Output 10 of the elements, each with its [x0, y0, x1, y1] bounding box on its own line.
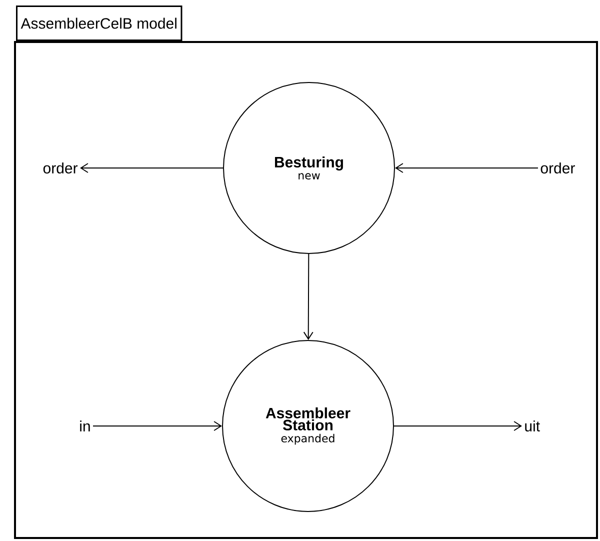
arrow	[80, 163, 224, 173]
port-label: in	[80, 420, 90, 432]
title-tab: AssembleerCelB model	[16, 6, 182, 41]
port-label: order	[43, 162, 78, 174]
port-label: uit	[525, 420, 540, 432]
arrow	[395, 163, 538, 173]
arrow	[92, 420, 222, 431]
arrow	[303, 253, 314, 340]
arrow	[394, 420, 522, 431]
port-label: order	[540, 162, 575, 174]
